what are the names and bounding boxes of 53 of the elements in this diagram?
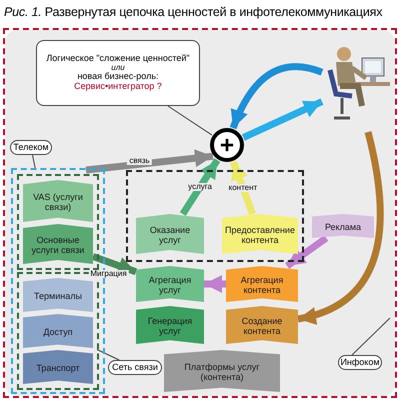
arrow xyxy=(92,253,138,276)
edge-label: связь xyxy=(127,157,152,166)
box-label: Доступ xyxy=(43,328,73,338)
box-label: Реклама xyxy=(324,223,362,233)
box-label: Агрегация услуг xyxy=(148,276,192,296)
chevron-box xyxy=(226,306,298,344)
arrow xyxy=(285,235,328,269)
box-label: Основные услуги связи xyxy=(30,236,86,256)
box-label: Оказание услуг xyxy=(148,226,192,246)
chevron-box xyxy=(23,350,93,384)
box-label: VAS (услуги связи) xyxy=(32,193,84,213)
box-label: Создание контента xyxy=(240,317,284,337)
box-label: Агрегация контента xyxy=(240,276,284,296)
chevron-box xyxy=(164,350,280,392)
box-label: Сеть связи xyxy=(112,362,158,372)
leader-line xyxy=(167,106,212,136)
box-label: или xyxy=(111,64,125,72)
dashed-region xyxy=(128,172,302,260)
dashed-region xyxy=(19,176,97,268)
box-label: Телеком xyxy=(13,142,49,152)
chevron-box xyxy=(23,278,93,312)
chevron-box xyxy=(136,266,204,302)
box-label: Транспорт xyxy=(36,364,80,374)
chevron-box xyxy=(226,266,298,302)
box-label: Генерация услуг xyxy=(146,317,194,337)
diagram-title: Рис. 1. Развернутая цепочка ценностей в инфотелекоммуникациях xyxy=(4,6,382,18)
chevron-box xyxy=(136,214,204,254)
chevron-box xyxy=(23,224,93,264)
callout-bubble xyxy=(10,140,52,155)
callout-bubble xyxy=(108,360,162,375)
box-label: Терминалы xyxy=(34,292,82,302)
chevron-box xyxy=(23,314,93,348)
box-label: Платформы услуг (контента) xyxy=(183,363,261,383)
chevron-box xyxy=(312,214,374,238)
chevron-box xyxy=(136,306,204,344)
box-label: Инфоком xyxy=(340,358,380,368)
box-label: новая бизнес-роль: xyxy=(77,72,159,82)
box-label: Логическое "сложение ценностей" xyxy=(46,54,190,64)
box-label: Предоставление контента xyxy=(225,226,295,246)
callout-bubble xyxy=(36,40,200,106)
box-label: Сервис•интегратор ? xyxy=(74,82,162,92)
arrow xyxy=(230,63,324,130)
arrow xyxy=(230,160,256,216)
arrow xyxy=(297,131,384,324)
dashed-region xyxy=(5,30,395,396)
edge-label: услуга xyxy=(186,183,214,192)
leader-line xyxy=(96,348,120,360)
arrow xyxy=(204,275,226,293)
edge-label: Миграция xyxy=(88,270,129,278)
leader-line xyxy=(32,154,36,170)
chevron-box xyxy=(23,180,93,222)
leader-line xyxy=(351,318,390,356)
chevron-box xyxy=(222,214,298,254)
